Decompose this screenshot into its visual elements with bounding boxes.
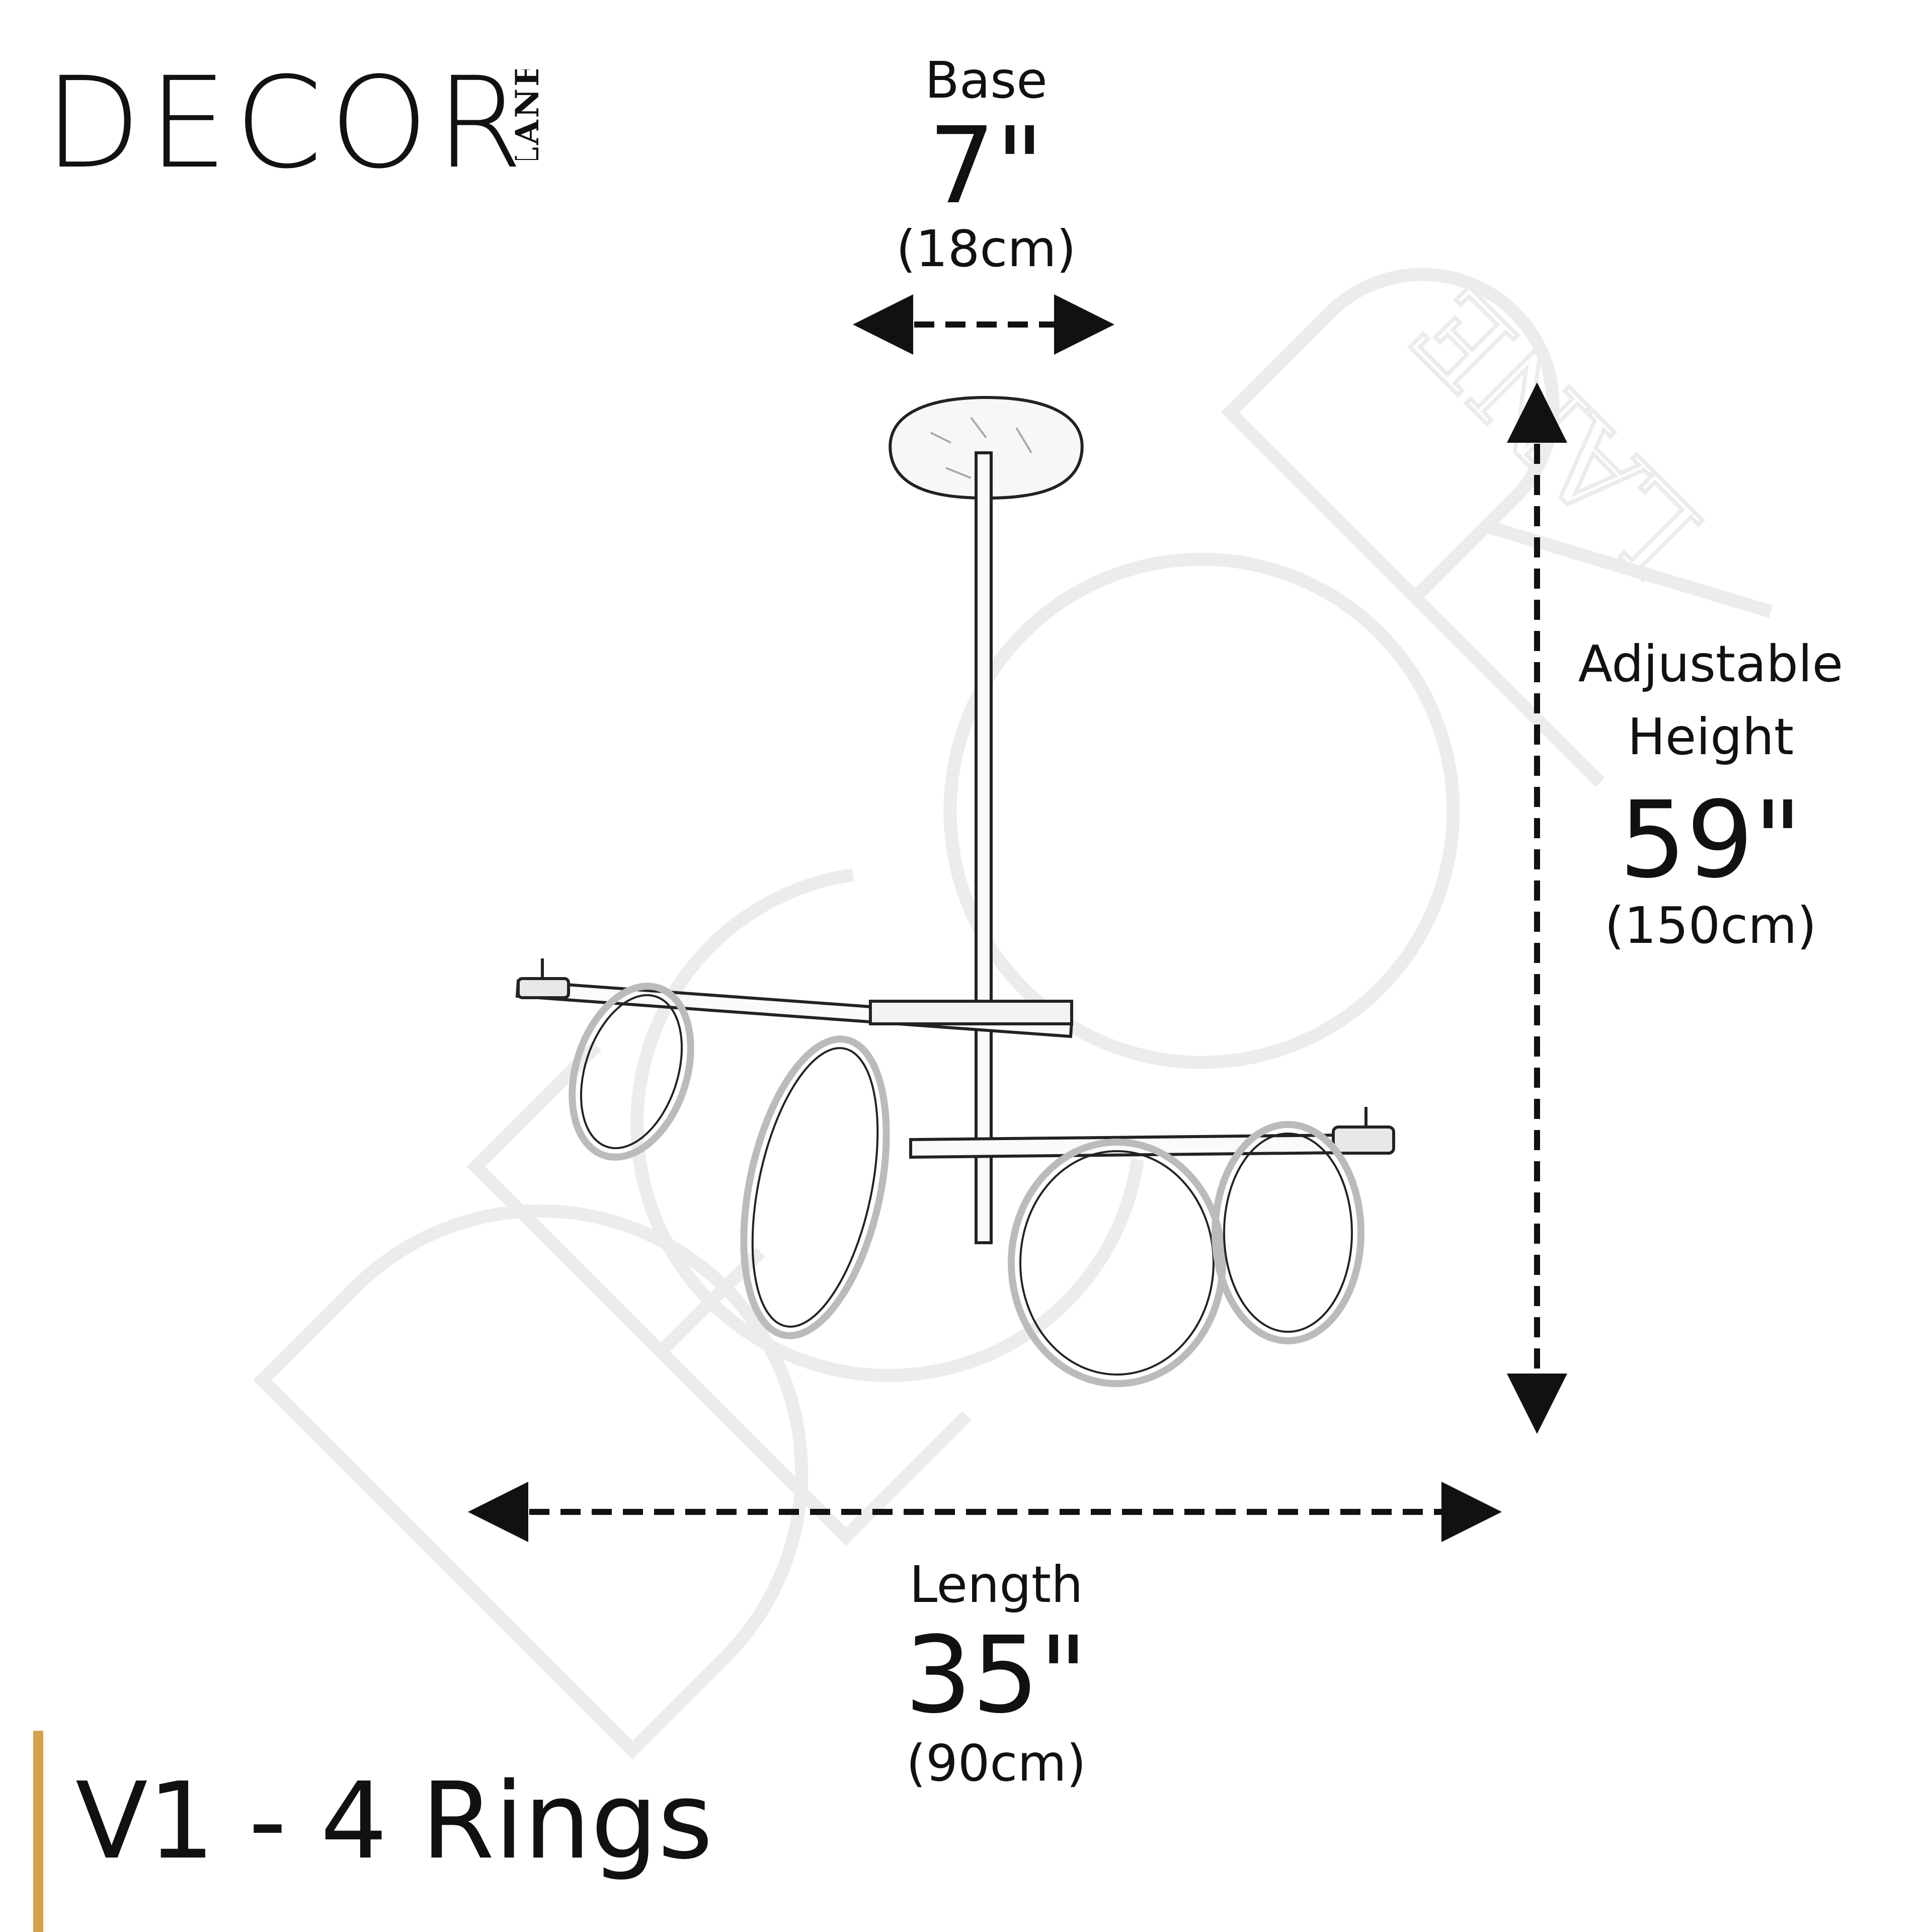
lamp-ring-4 — [1212, 1121, 1364, 1344]
length-label: Length — [909, 1555, 1083, 1614]
base-label: Base — [925, 51, 1048, 110]
length-inches: 35" — [905, 1614, 1088, 1737]
base-inches: 7" — [928, 104, 1044, 227]
lamp-canopy — [889, 395, 1084, 500]
accent-bar — [33, 1731, 43, 1932]
length-metric: (90cm) — [906, 1734, 1086, 1793]
brand-logo-sub: LANE — [509, 69, 546, 160]
lamp-ring-2 — [740, 1035, 890, 1339]
lamp-ring-1 — [569, 983, 694, 1161]
watermark-letter-o — [943, 552, 1460, 1069]
watermark-letter-c — [630, 868, 1144, 1382]
height-inches: 59" — [1619, 778, 1802, 902]
lamp-stem — [975, 451, 993, 1244]
height-label-line1: Adjustable — [1578, 634, 1843, 693]
brand-logo: DECOR — [44, 50, 530, 196]
height-metric: (150cm) — [1604, 896, 1817, 955]
height-label-line2: Height — [1627, 707, 1794, 766]
product-name: V1 - 4 Rings — [75, 1759, 713, 1883]
lamp-ring-3 — [1008, 1139, 1226, 1387]
base-metric: (18cm) — [896, 219, 1076, 278]
svg-text:LANE: LANE — [509, 69, 546, 160]
